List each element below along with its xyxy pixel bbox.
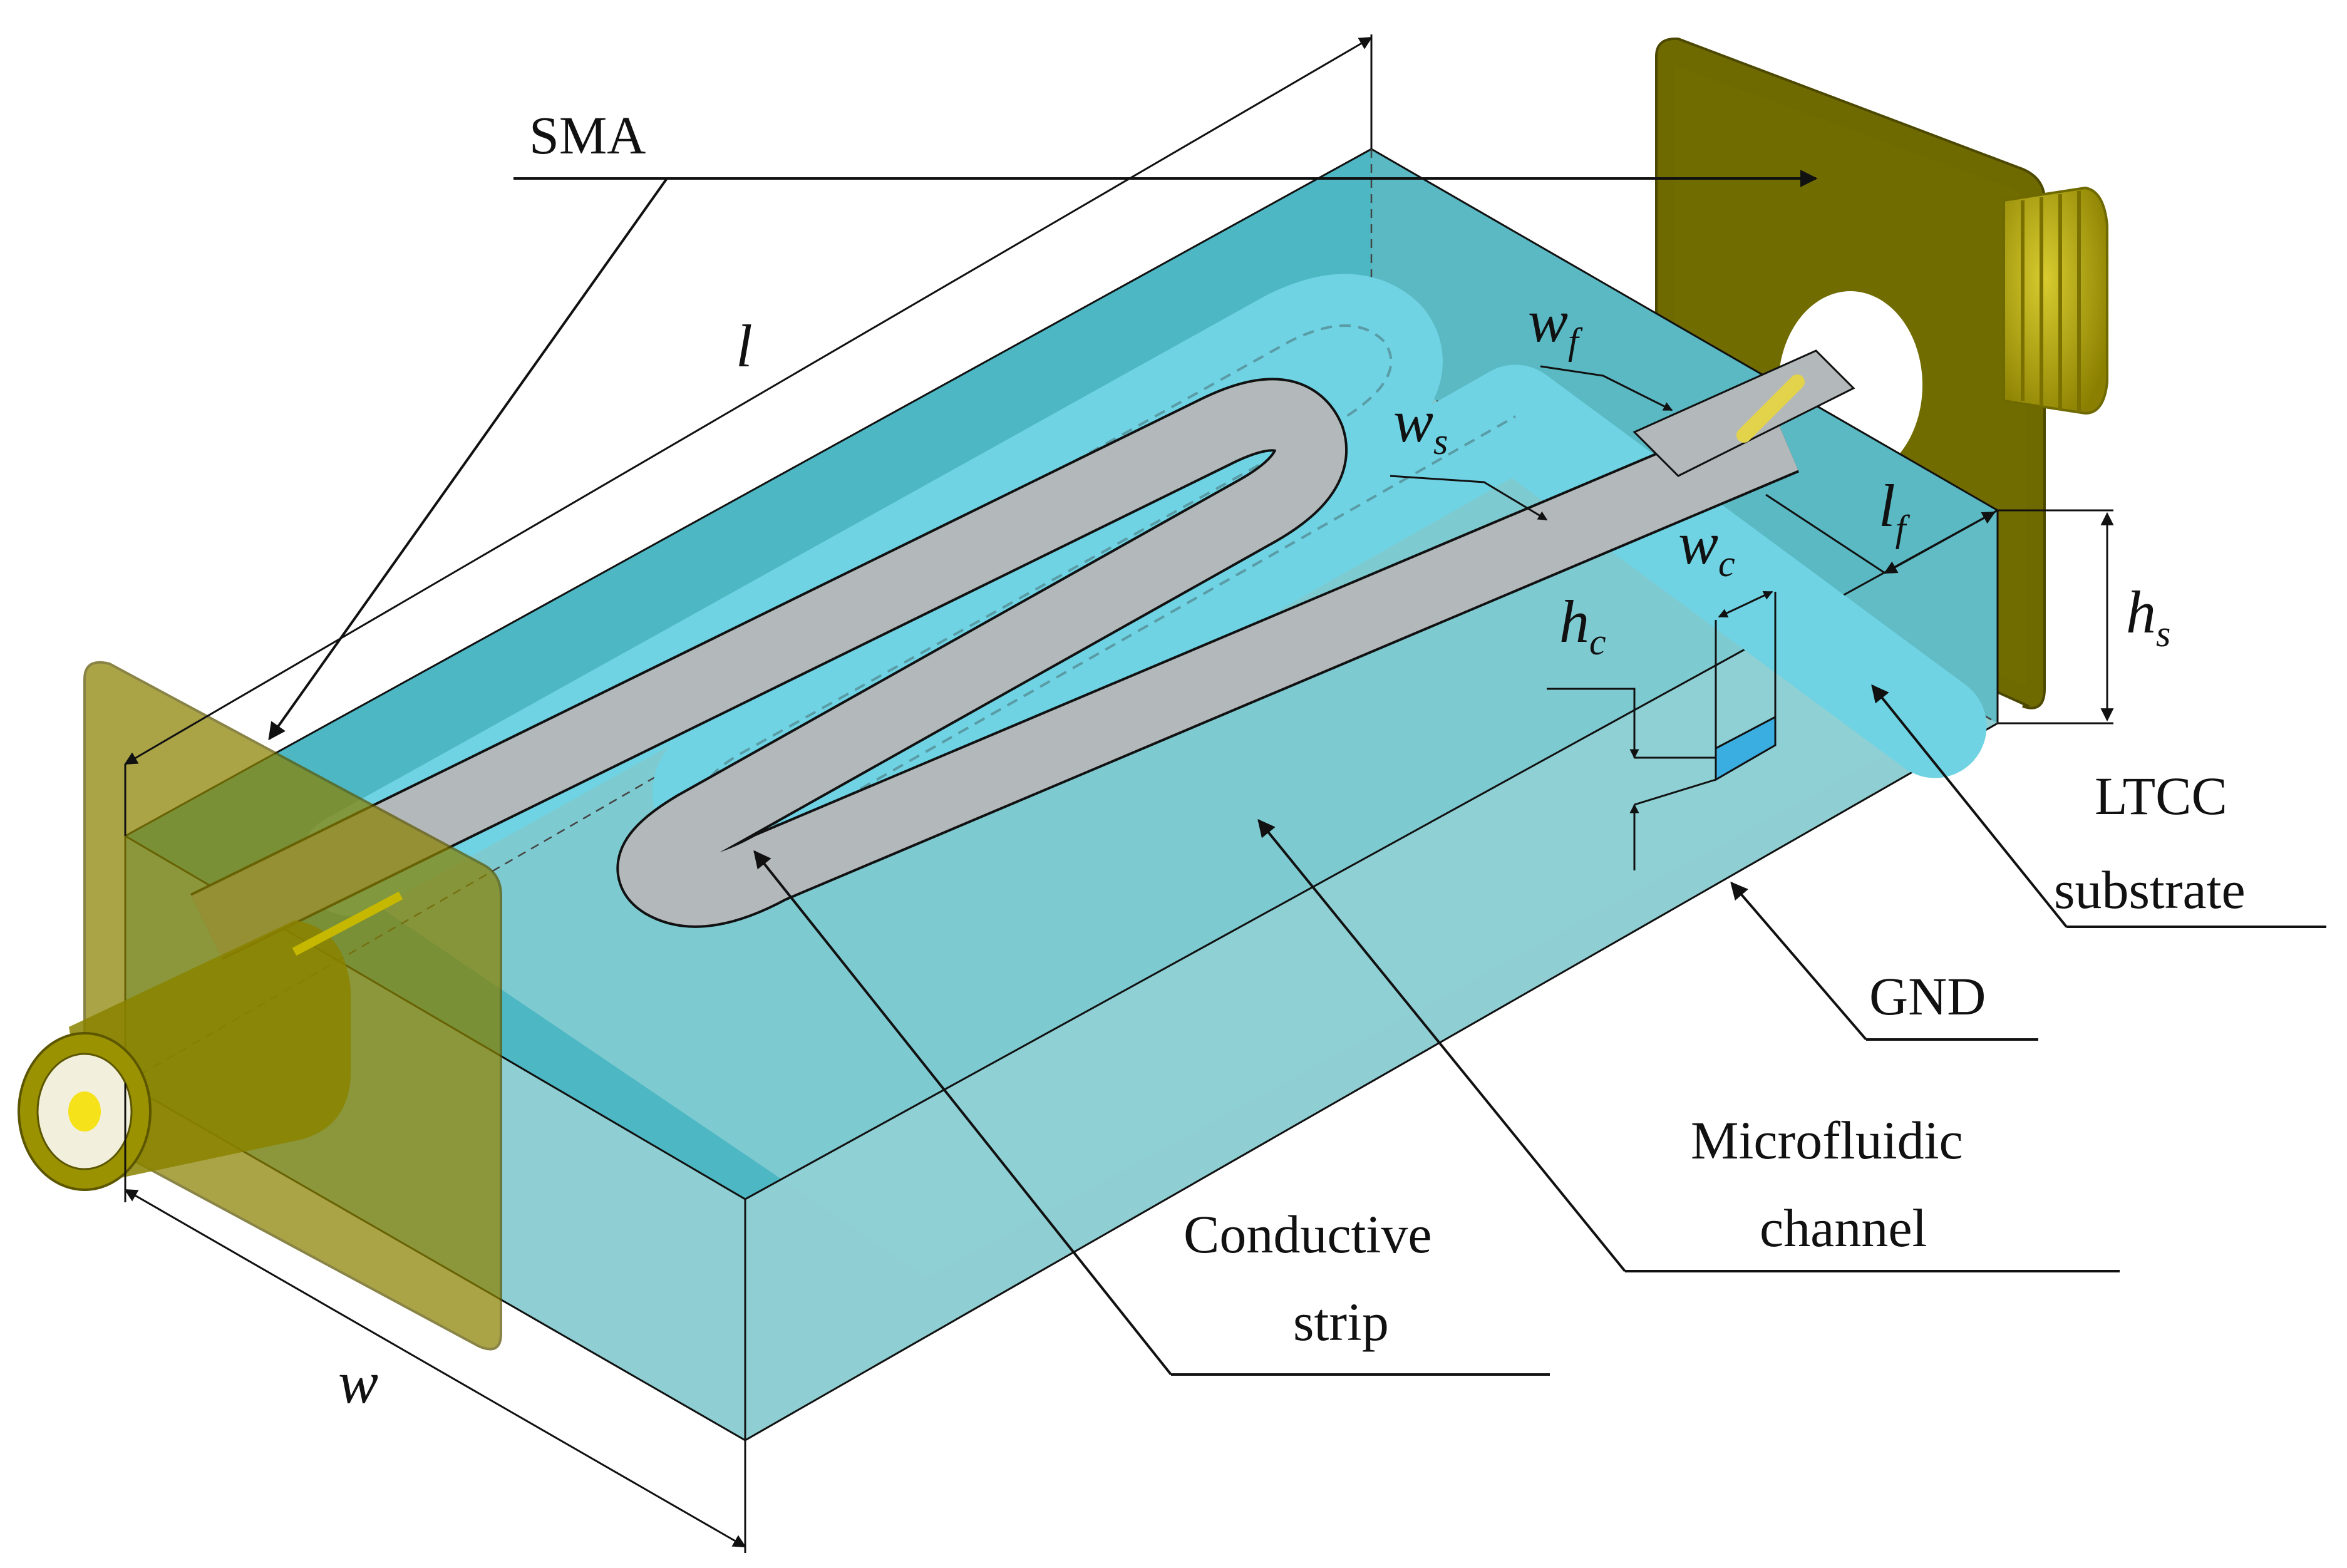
dim-h-c: hc	[1559, 588, 1606, 663]
label-sma: SMA	[529, 105, 646, 165]
label-ltcc-line2: substrate	[2054, 860, 2246, 920]
sma-left-center-pin	[68, 1091, 101, 1132]
dim-w-s: ws	[1393, 388, 1448, 462]
dimension-lines	[124, 34, 2114, 1553]
label-conductive-line2: strip	[1293, 1292, 1389, 1352]
dim-h-s: hs	[2126, 579, 2170, 654]
substrate-inner-floor	[326, 363, 1973, 1277]
label-conductive-line1: Conductive	[1184, 1204, 1432, 1264]
dim-l: l	[736, 312, 753, 379]
label-microfluidic-line2: channel	[1760, 1198, 1927, 1258]
label-ltcc-line1: LTCC	[2095, 766, 2227, 826]
label-microfluidic-line1: Microfluidic	[1691, 1110, 1963, 1170]
label-gnd: GND	[1869, 966, 1986, 1026]
dim-w: w	[338, 1349, 378, 1416]
dim-w-c: wc	[1678, 510, 1735, 584]
sma-connector-left	[18, 661, 502, 1351]
sma-right-pin	[1736, 374, 1805, 443]
labels: SMA LTCC substrate GND Microfluidic chan…	[338, 105, 2246, 1416]
sma-right-knob	[2003, 186, 2108, 415]
leader-lines	[268, 170, 2326, 1376]
